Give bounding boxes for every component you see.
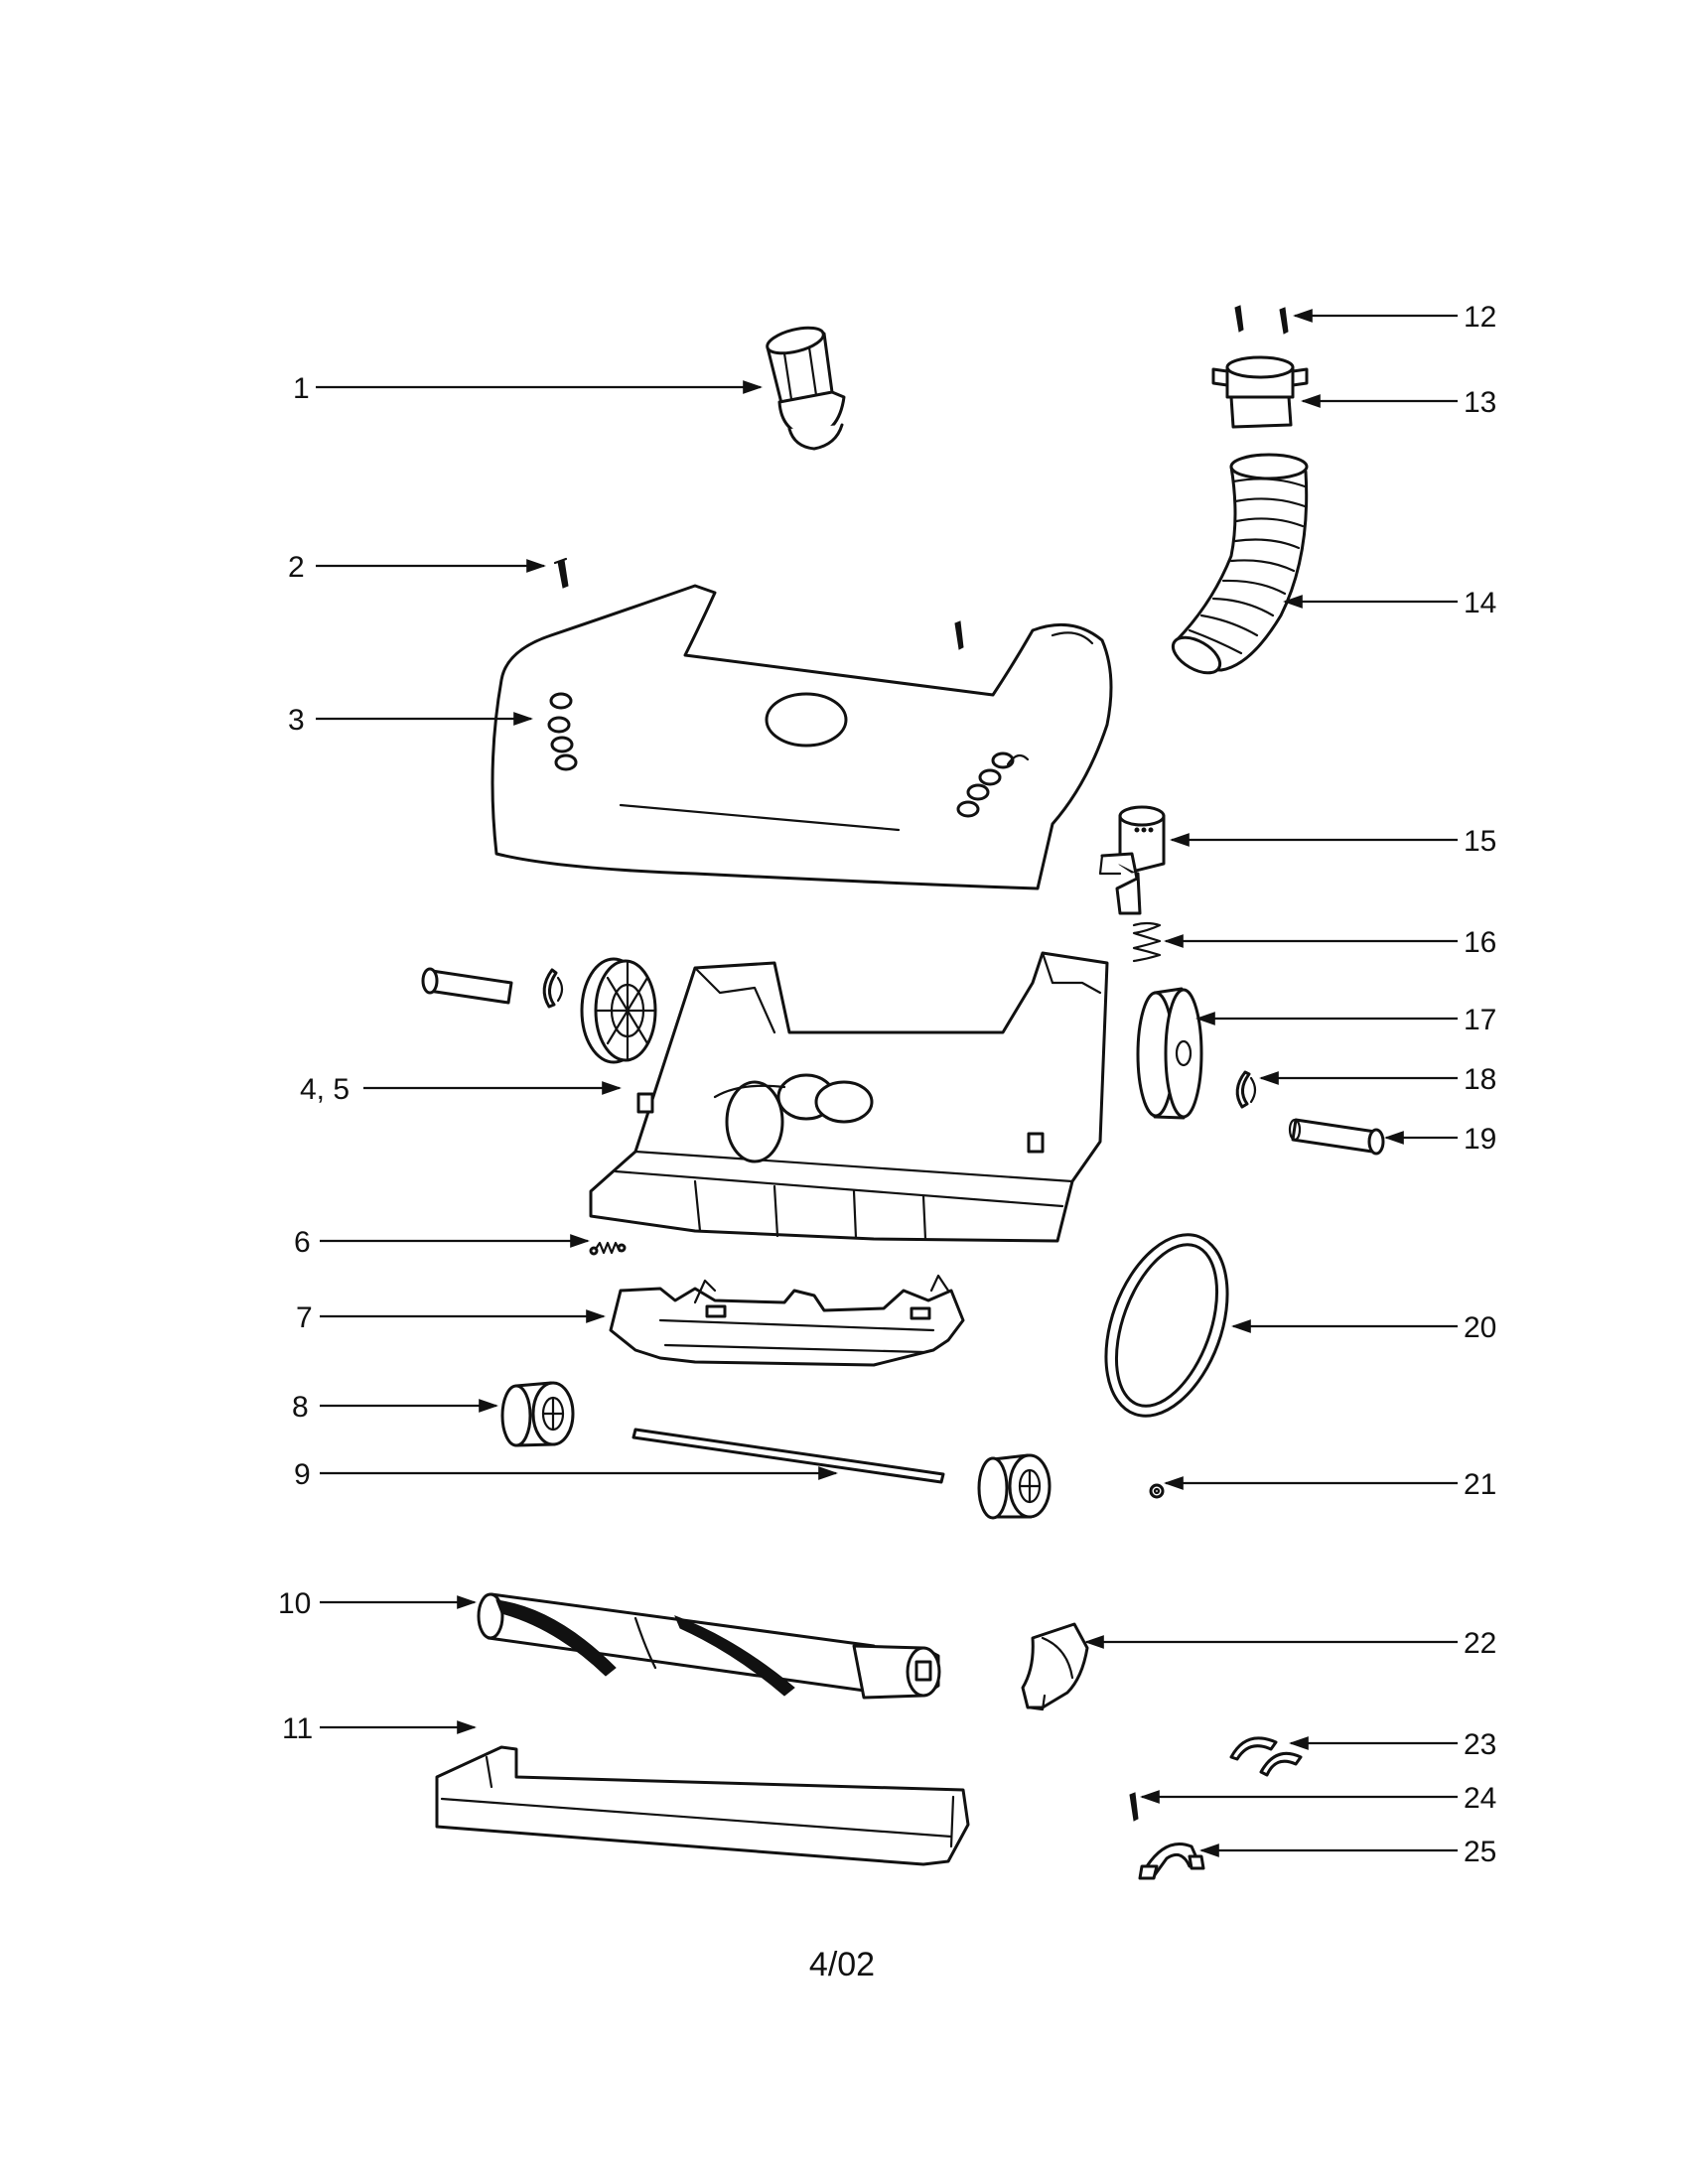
leader-lines	[316, 309, 1458, 1857]
callout-8: 8	[292, 1391, 309, 1424]
callout-22: 22	[1464, 1627, 1496, 1660]
part-22-belt-guard	[1021, 1622, 1089, 1711]
callout-10: 10	[278, 1587, 311, 1620]
part-8-end-cap	[500, 1381, 575, 1447]
callout-25: 25	[1464, 1836, 1496, 1868]
part-7-bearing-plate	[609, 1274, 965, 1367]
part-10-brush-roll	[477, 1592, 941, 1700]
part-13-coupling	[1211, 355, 1309, 429]
callout-14: 14	[1464, 587, 1496, 619]
callout-15: 15	[1464, 825, 1496, 858]
part-4-5-base	[589, 951, 1109, 1243]
part-17-wheel	[1136, 987, 1203, 1120]
callout-24: 24	[1464, 1782, 1496, 1815]
part-18-clip	[1235, 1070, 1257, 1109]
part-23-clips	[1229, 1736, 1303, 1777]
callout-1: 1	[293, 372, 310, 405]
callout-20: 20	[1464, 1311, 1496, 1344]
callout-11: 11	[282, 1712, 313, 1745]
footer-date: 4/02	[808, 1946, 876, 1983]
callout-9: 9	[294, 1458, 311, 1491]
callout-16: 16	[1464, 926, 1496, 959]
callout-2: 2	[288, 551, 305, 584]
part-end-cap-right	[977, 1453, 1052, 1520]
part-wheel-left	[580, 957, 657, 1064]
callout-6: 6	[294, 1226, 311, 1259]
callout-23: 23	[1464, 1728, 1496, 1761]
callout-7: 7	[296, 1301, 313, 1334]
part-2-screw	[553, 557, 569, 589]
part-20-belt	[1104, 1233, 1229, 1418]
callout-19: 19	[1464, 1123, 1496, 1156]
part-19-axle	[1288, 1118, 1385, 1156]
part-1-hose-adapter	[766, 326, 846, 451]
callout-13: 13	[1464, 386, 1496, 419]
part-9-shaft	[632, 1428, 945, 1484]
part-16-spring	[1132, 921, 1162, 963]
callout-labels: 1 2 3 4, 5 6 7 8 9 10 11 12 13 14 15 16 …	[278, 301, 1496, 1868]
part-21-nut	[1149, 1483, 1165, 1499]
part-24-screw	[1129, 1792, 1139, 1822]
part-11-bumper	[435, 1745, 970, 1866]
part-6-spring	[589, 1241, 627, 1256]
part-15-switch	[1098, 805, 1166, 915]
callout-17: 17	[1464, 1004, 1496, 1036]
callout-18: 18	[1464, 1063, 1496, 1096]
part-clip-left	[542, 968, 564, 1009]
callout-4-5: 4, 5	[300, 1073, 350, 1106]
part-axle-left	[421, 967, 513, 1005]
part-25-bracket	[1138, 1843, 1205, 1880]
part-12-screws	[1234, 305, 1289, 335]
callout-21: 21	[1464, 1468, 1496, 1501]
part-3-hood-cover	[491, 584, 1113, 890]
callout-12: 12	[1464, 301, 1496, 334]
callout-3: 3	[288, 704, 305, 737]
part-14-hose	[1171, 453, 1309, 675]
